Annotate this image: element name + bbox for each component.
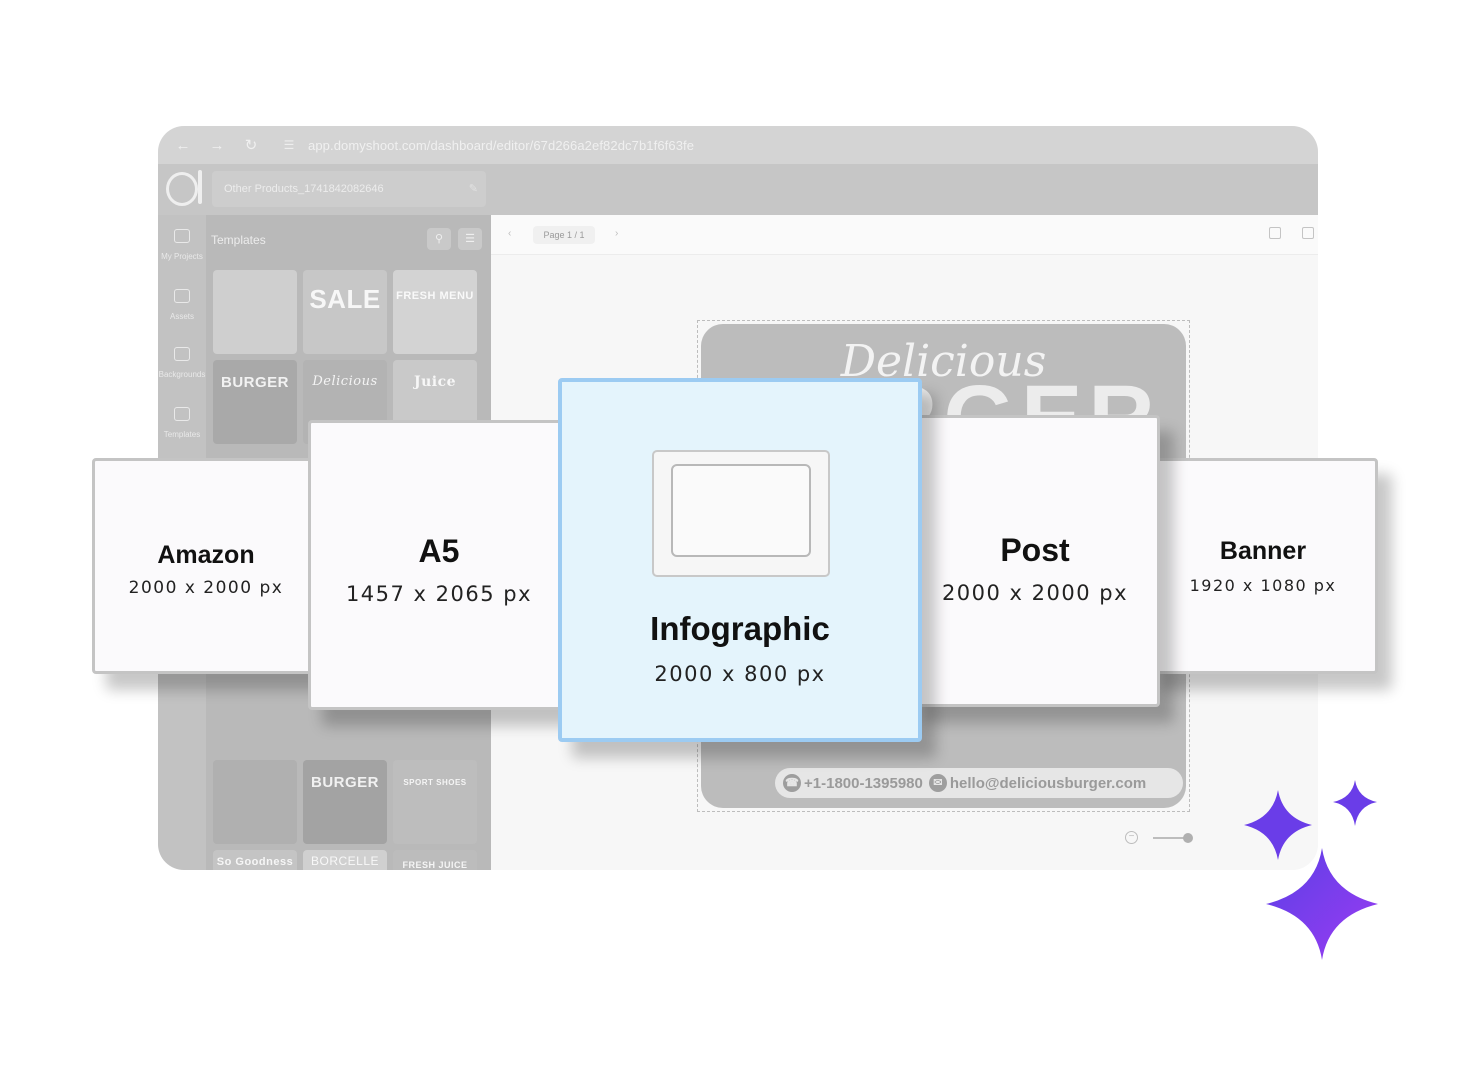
rail-item-my-projects[interactable]: My Projects	[158, 229, 206, 264]
edit-icon[interactable]: ✎	[468, 183, 478, 195]
browser-bar: ← → ↻ ☰ app.domyshoot.com/dashboard/edit…	[158, 126, 1318, 164]
contact-info: ☎ +1-1800-1395980 ✉ hello@deliciousburge…	[775, 768, 1183, 798]
chevron-left-icon[interactable]: ‹	[508, 228, 512, 239]
address-bar[interactable]: app.domyshoot.com/dashboard/editor/67d26…	[308, 137, 695, 153]
rail-item-backgrounds[interactable]: Backgrounds	[158, 347, 206, 382]
logo-icon[interactable]	[166, 170, 202, 206]
format-size: 2000 x 800 px	[654, 662, 826, 686]
template-thumbnail[interactable]: So Goodness	[213, 850, 297, 870]
format-card-post[interactable]: Post 2000 x 2000 px	[910, 415, 1160, 707]
template-thumbnail[interactable]	[213, 760, 297, 844]
zoom-slider[interactable]	[1153, 837, 1187, 839]
fit-screen-icon[interactable]	[1269, 227, 1281, 239]
mail-icon: ✉	[928, 774, 947, 792]
template-thumbnail[interactable]: BURGER	[213, 360, 297, 444]
image-icon	[174, 289, 190, 303]
project-name-field[interactable]: Other Products_1741842082646 ✎	[212, 171, 486, 207]
template-thumbnail[interactable]: FRESH JUICE	[393, 850, 477, 870]
format-title: Infographic	[650, 610, 830, 647]
template-thumbnail[interactable]: BORCELLE	[303, 850, 387, 870]
background-icon	[174, 347, 190, 361]
infographic-preview-icon	[652, 450, 830, 577]
sparkle-medium-icon	[1244, 790, 1312, 860]
format-title: Banner	[1219, 537, 1307, 565]
project-name: Other Products_1741842082646	[224, 183, 384, 195]
format-title: Amazon	[157, 541, 255, 569]
zoom-slider-handle[interactable]	[1183, 833, 1193, 843]
sparkle-small-icon	[1333, 780, 1377, 826]
email-address: hello@deliciousburger.com	[949, 774, 1147, 792]
template-thumbnail-text: Juice	[413, 374, 457, 390]
format-size: 2000 x 2000 px	[128, 578, 284, 598]
forward-arrow-icon[interactable]: →	[209, 136, 225, 154]
format-title: A5	[418, 533, 460, 569]
copy-icon[interactable]	[1302, 227, 1314, 239]
format-title: Post	[1000, 532, 1070, 568]
reload-icon[interactable]: ↻	[244, 137, 258, 154]
template-thumbnail[interactable]: BURGER	[303, 760, 387, 844]
template-thumbnail-text: BURGER	[310, 774, 379, 791]
rail-item-templates[interactable]: Templates	[158, 407, 206, 442]
template-thumbnail-text: BORCELLE	[310, 854, 380, 868]
site-info-icon[interactable]: ☰	[283, 138, 295, 152]
template-thumbnail-text: Delicious	[312, 374, 378, 389]
templates-title: Templates	[211, 233, 266, 247]
template-thumbnail-text: SPORT SHOES	[403, 778, 467, 787]
format-card-infographic[interactable]: Infographic 2000 x 800 px	[558, 378, 922, 742]
canvas-toolbar: ‹ Page 1 / 1 ›	[491, 215, 1318, 255]
rail-label: Assets	[169, 312, 194, 321]
template-thumbnail-text: So Goodness	[216, 856, 294, 868]
filter-icon[interactable]: ☰	[458, 228, 482, 250]
folder-icon	[174, 229, 190, 243]
format-card-banner[interactable]: Banner 1920 x 1080 px	[1148, 458, 1378, 674]
template-thumbnail-text: SALE	[309, 284, 381, 314]
zoom-control: −	[1125, 831, 1215, 845]
format-size: 2000 x 2000 px	[941, 581, 1129, 605]
phone-number: +1-1800-1395980	[804, 774, 923, 792]
template-thumbnail[interactable]: FRESH MENU	[393, 270, 477, 354]
sparkle-large-icon	[1266, 848, 1378, 960]
infographic-preview-inner	[671, 464, 811, 557]
rail-label: Templates	[163, 430, 201, 439]
layout-icon	[174, 407, 190, 421]
rail-label: Backgrounds	[158, 370, 206, 379]
search-icon[interactable]: ⚲	[427, 228, 451, 250]
template-thumbnail-text: FRESH MENU	[396, 290, 474, 302]
chevron-right-icon[interactable]: ›	[615, 228, 619, 239]
format-size: 1920 x 1080 px	[1189, 576, 1337, 595]
sparkles-icon	[1244, 780, 1378, 960]
template-thumbnail[interactable]: SPORT SHOES	[393, 760, 477, 844]
zoom-out-icon[interactable]: −	[1125, 831, 1138, 844]
template-thumbnail[interactable]: SALE	[303, 270, 387, 354]
template-thumbnail[interactable]	[213, 270, 297, 354]
phone-icon: ☎	[783, 774, 801, 792]
app-header: Other Products_1741842082646 ✎	[158, 164, 1318, 215]
format-card-a5[interactable]: A5 1457 x 2065 px	[308, 420, 570, 710]
format-card-amazon[interactable]: Amazon 2000 x 2000 px	[92, 458, 320, 674]
rail-item-assets[interactable]: Assets	[158, 289, 206, 324]
template-thumbnail-text: FRESH JUICE	[402, 860, 468, 870]
rail-label: My Projects	[161, 252, 203, 261]
template-thumbnail-text: BURGER	[220, 374, 289, 391]
back-arrow-icon[interactable]: ←	[175, 136, 191, 154]
page-indicator: Page 1 / 1	[533, 226, 595, 244]
format-size: 1457 x 2065 px	[345, 582, 533, 606]
